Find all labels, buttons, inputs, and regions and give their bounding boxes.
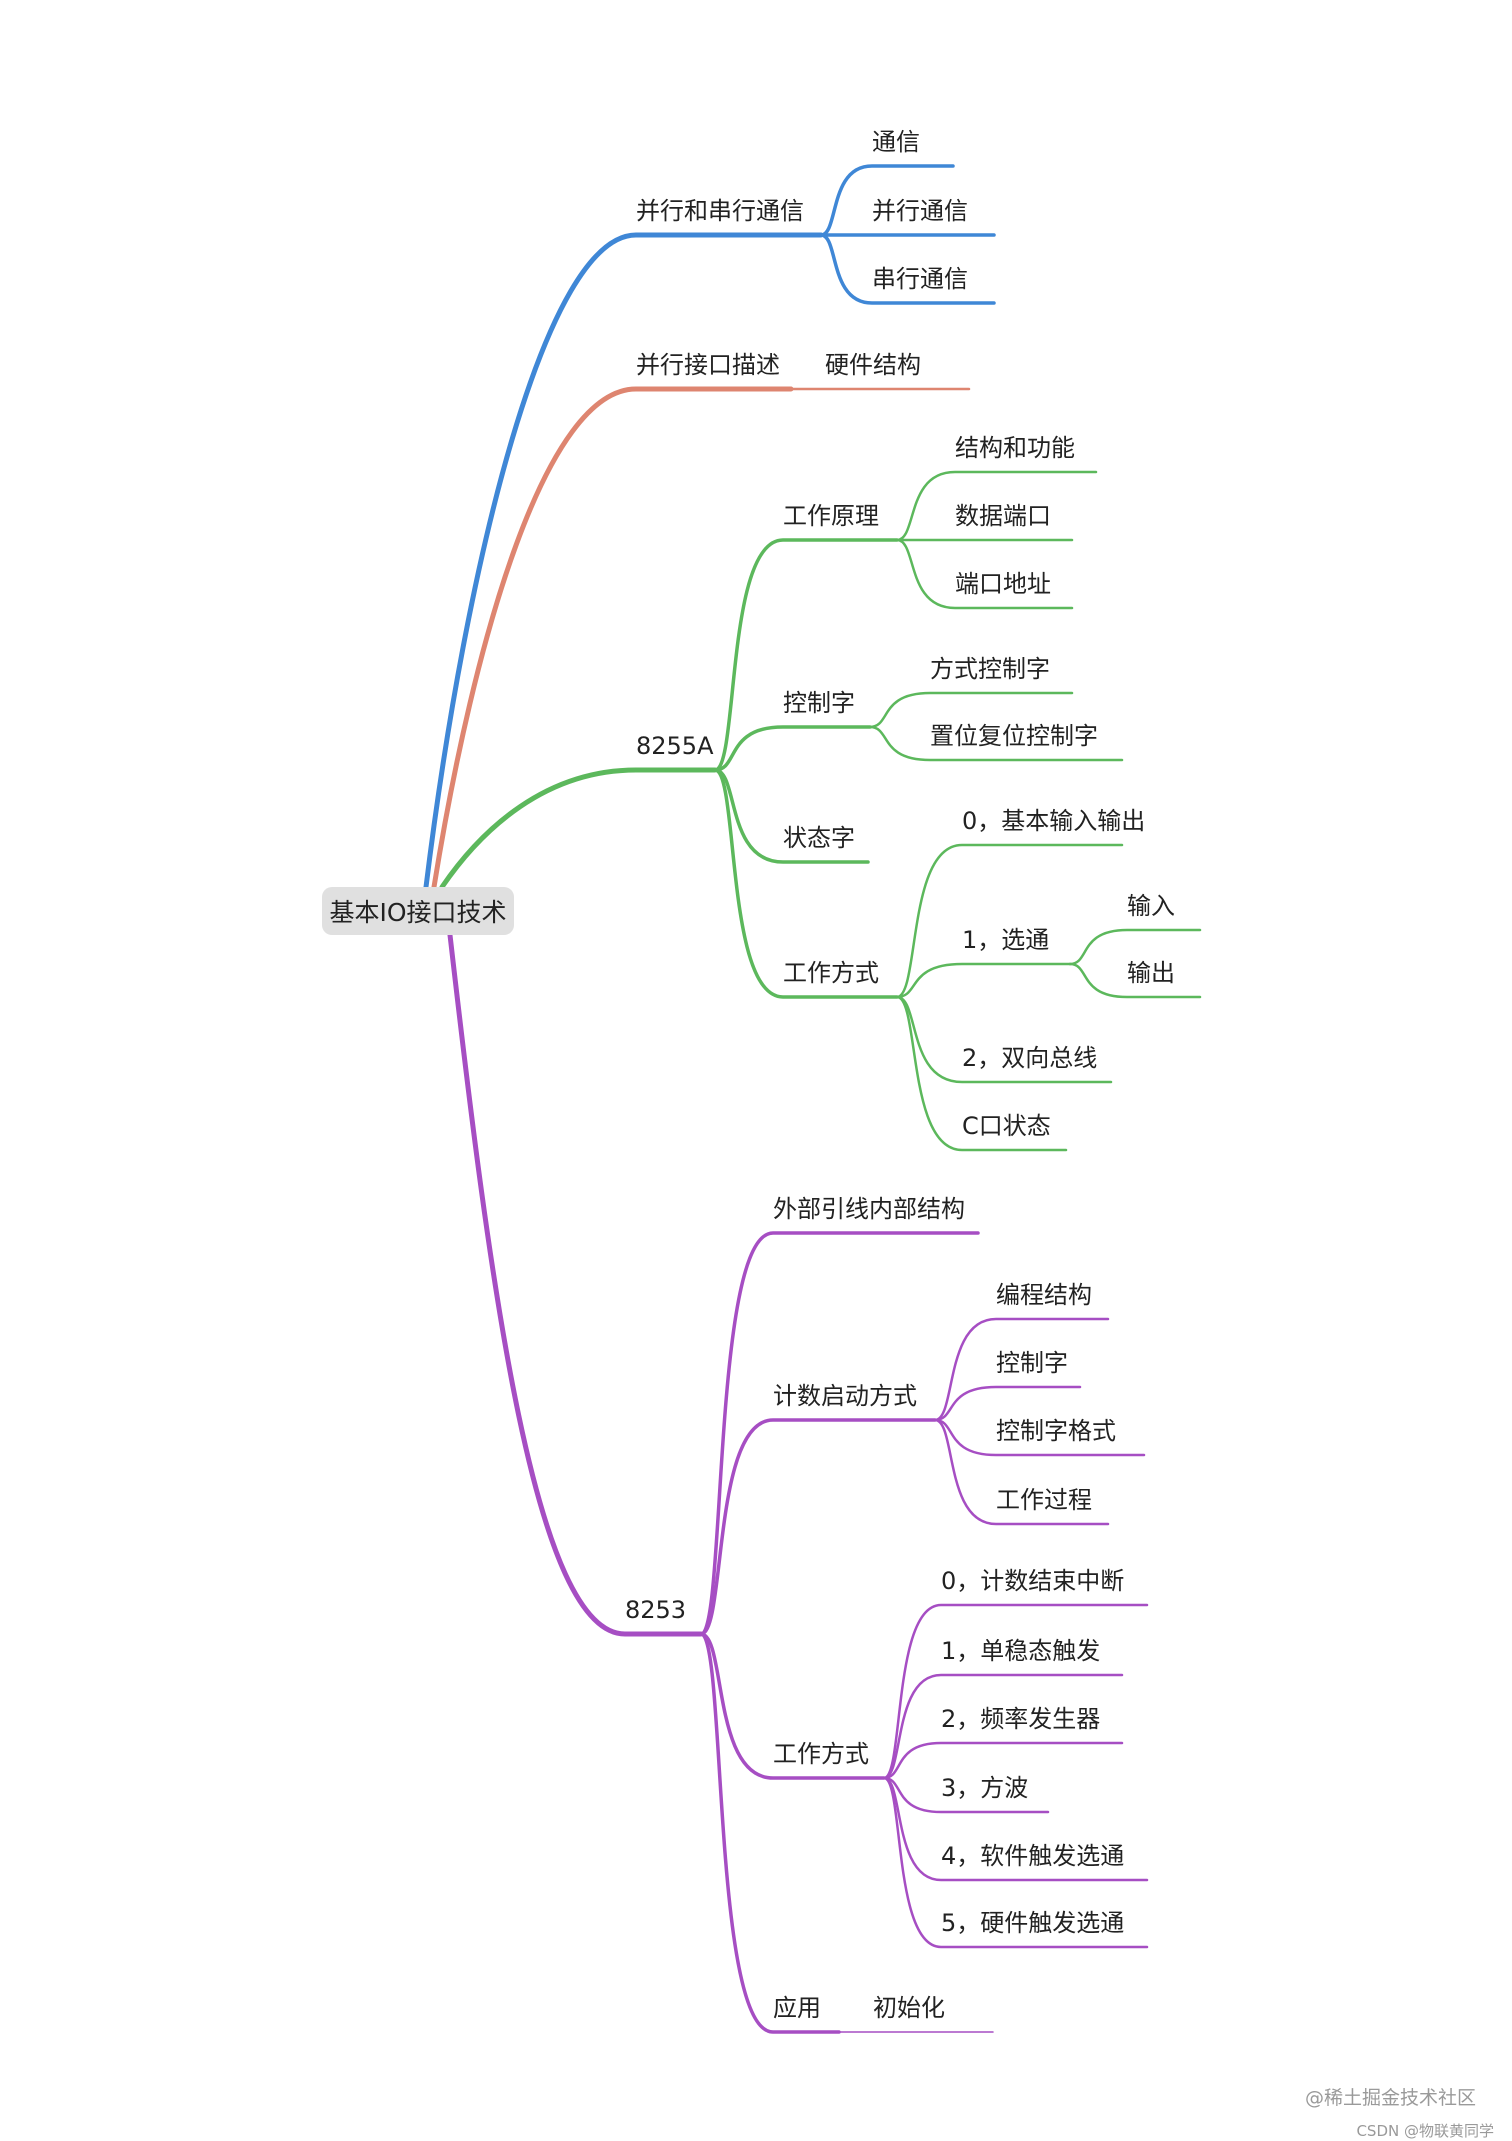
edge: [868, 725, 1124, 762]
node-label[interactable]: 1，选通: [962, 926, 1050, 954]
edge: [933, 1317, 1110, 1422]
node-label[interactable]: 数据端口: [955, 502, 1051, 530]
node-label[interactable]: 4，软件触发选通: [941, 1842, 1125, 1870]
node-label[interactable]: 1，单稳态触发: [941, 1637, 1101, 1665]
branch-edge: [447, 932, 704, 1637]
node-label[interactable]: 控制字格式: [996, 1417, 1116, 1445]
edge: [895, 995, 1068, 1152]
node-label[interactable]: 状态字: [783, 824, 855, 852]
edge: [699, 1418, 937, 1636]
edge: [895, 995, 1113, 1084]
node-label[interactable]: 控制字: [996, 1349, 1068, 1377]
node-label[interactable]: 硬件结构: [825, 351, 921, 379]
node-label[interactable]: 2，频率发生器: [941, 1705, 1101, 1733]
edge: [882, 1673, 1124, 1780]
edge: [713, 538, 899, 772]
edge: [895, 538, 1074, 610]
node-label[interactable]: 工作方式: [783, 959, 879, 987]
node-label[interactable]: 输出: [1127, 959, 1175, 987]
root-node[interactable]: 基本IO接口技术: [322, 887, 514, 935]
node-label[interactable]: 2，双向总线: [962, 1044, 1098, 1072]
node-label[interactable]: 工作方式: [773, 1740, 869, 1768]
node-label[interactable]: 结构和功能: [955, 434, 1075, 462]
node-label[interactable]: 输入: [1127, 892, 1175, 920]
node-label[interactable]: 工作过程: [996, 1486, 1092, 1514]
node-label[interactable]: 控制字: [783, 689, 855, 717]
node-label[interactable]: 3，方波: [941, 1774, 1029, 1802]
node-label[interactable]: 8255A: [636, 732, 714, 760]
node-label[interactable]: 0，基本输入输出: [962, 807, 1146, 835]
node-label[interactable]: 0，计数结束中断: [941, 1567, 1125, 1595]
node-label[interactable]: 外部引线内部结构: [773, 1195, 965, 1223]
edge: [895, 962, 1072, 999]
edge: [895, 843, 1124, 999]
node-label[interactable]: 5，硬件触发选通: [941, 1909, 1125, 1937]
node-label[interactable]: 端口地址: [955, 570, 1051, 598]
edge: [882, 1776, 1149, 1949]
edge: [933, 1385, 1082, 1422]
edge: [882, 1603, 1149, 1780]
edge: [895, 470, 1098, 542]
node-label[interactable]: 并行和串行通信: [636, 197, 804, 225]
branch-edge: [423, 232, 824, 890]
edge: [933, 1418, 1146, 1457]
edge: [868, 691, 1074, 729]
edge: [819, 164, 955, 237]
branch-edge: [439, 767, 718, 890]
node-label[interactable]: 并行接口描述: [636, 351, 780, 379]
node-label[interactable]: 通信: [872, 128, 920, 156]
edge: [713, 768, 899, 999]
edge: [933, 1418, 1110, 1526]
node-label[interactable]: 工作原理: [783, 502, 879, 530]
node-label[interactable]: 方式控制字: [930, 655, 1050, 683]
node-label[interactable]: 初始化: [873, 1994, 945, 2022]
edge: [882, 1776, 1050, 1814]
watermark-csdn: CSDN @物联黄同学: [1356, 2122, 1494, 2140]
edge: [1068, 962, 1202, 999]
watermark-juejin: @稀土掘金技术社区: [1304, 2087, 1476, 2109]
node-label[interactable]: 8253: [625, 1596, 687, 1624]
node-label[interactable]: 计数启动方式: [773, 1382, 917, 1410]
edge: [713, 725, 872, 772]
node-label[interactable]: 编程结构: [996, 1281, 1092, 1309]
node-label[interactable]: C口状态: [962, 1112, 1051, 1140]
edge: [699, 1632, 841, 2034]
node-label[interactable]: 置位复位控制字: [930, 722, 1098, 750]
node-label[interactable]: 串行通信: [872, 265, 968, 293]
edge: [699, 1632, 886, 1780]
edge: [819, 233, 996, 305]
edge: [1068, 928, 1202, 966]
node-label[interactable]: 并行通信: [872, 197, 968, 225]
branch-edge: [431, 386, 794, 890]
edge: [713, 768, 870, 864]
node-label[interactable]: 应用: [773, 1994, 821, 2022]
root-node-label: 基本IO接口技术: [329, 898, 507, 927]
edge: [699, 1231, 980, 1636]
edge: [882, 1741, 1124, 1780]
